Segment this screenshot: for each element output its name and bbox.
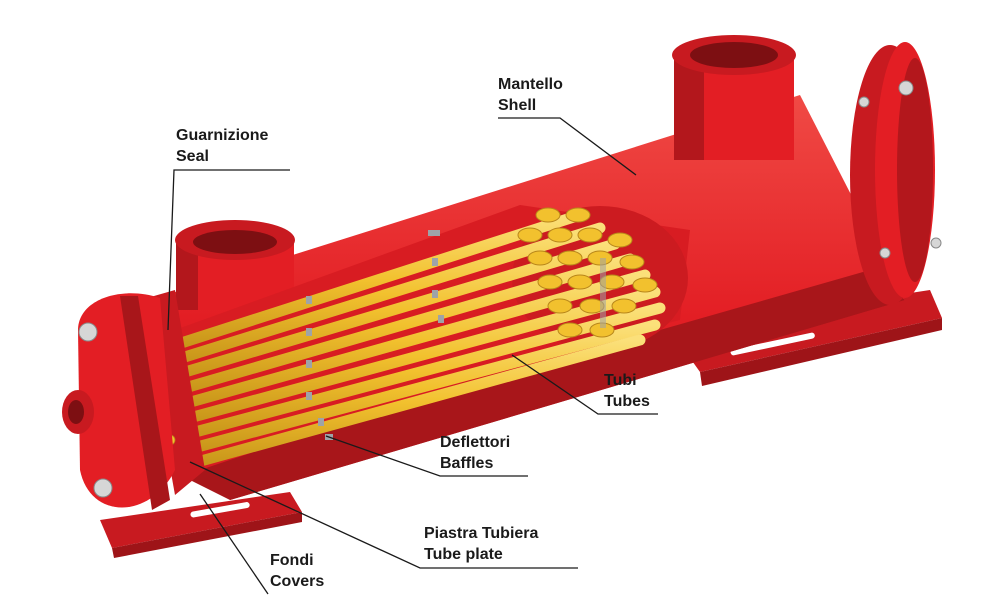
label-tube-plate: Piastra Tubiera Tube plate: [424, 523, 538, 565]
label-baffles-it: Deflettori: [440, 434, 511, 451]
leader-line-tubes: [511, 354, 658, 415]
right-nozzle: [672, 35, 796, 160]
label-seal-en: Seal: [176, 148, 209, 165]
label-covers-en: Covers: [270, 573, 325, 590]
label-baffles-en: Baffles: [440, 455, 494, 472]
leader-line-seal: [167, 169, 290, 331]
label-baffles: Deflettori Baffles: [440, 432, 510, 474]
label-tubes-it: Tubi: [604, 372, 637, 389]
right-end-cover: [850, 42, 942, 305]
label-tube-plate-it: Piastra Tubiera: [424, 525, 539, 542]
baffles: [306, 230, 606, 440]
label-shell-en: Shell: [498, 97, 537, 114]
leader-line-covers: [199, 493, 269, 595]
label-tubes: Tubi Tubes: [604, 370, 650, 412]
label-tubes-en: Tubes: [604, 393, 650, 410]
label-covers: Fondi Covers: [270, 550, 324, 592]
label-seal-it: Guarnizione: [176, 127, 269, 144]
label-tube-plate-en: Tube plate: [424, 546, 503, 563]
tube-ends: [517, 207, 658, 338]
left-end-cover: [62, 293, 175, 510]
leader-line-shell: [498, 117, 637, 176]
leader-line-tube-plate: [189, 461, 578, 569]
leader-lines: [167, 117, 658, 595]
left-mounting-foot: [100, 492, 302, 558]
label-covers-it: Fondi: [270, 552, 314, 569]
label-seal: Guarnizione Seal: [176, 125, 268, 167]
leader-line-baffles: [325, 435, 528, 477]
label-shell-it: Mantello: [498, 76, 563, 93]
label-shell: Mantello Shell: [498, 74, 563, 116]
